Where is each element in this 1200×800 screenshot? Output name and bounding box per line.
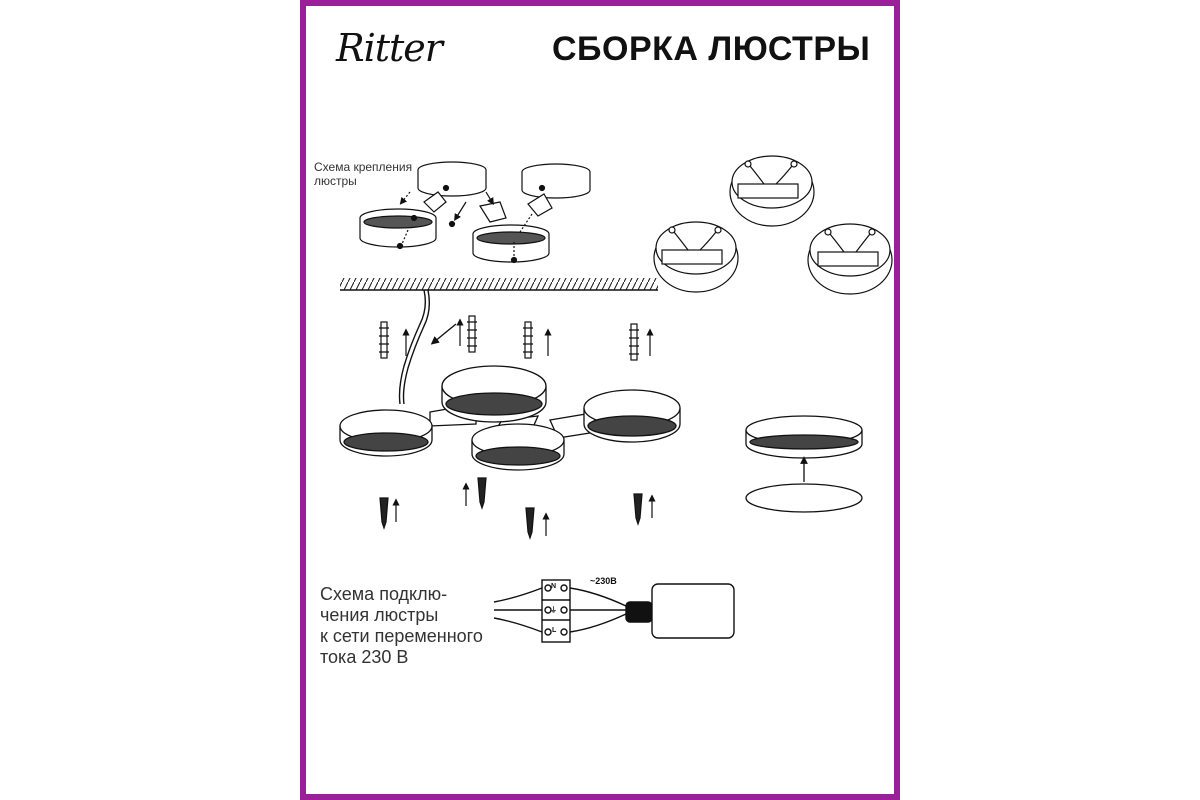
wiring-caption-line: чения люстры	[320, 605, 439, 625]
terminal-label-n: N	[551, 583, 557, 590]
terminal-label-ground: ⏚	[550, 607, 557, 614]
mounting-scheme-drawing	[359, 161, 591, 264]
page-title: СБОРКА ЛЮСТРЫ	[552, 30, 871, 68]
diffuser-insertion	[745, 415, 863, 513]
instruction-sheet: Ritter СБОРКА ЛЮСТРЫ Схема крепления люс…	[300, 0, 900, 800]
screws	[379, 477, 656, 540]
terminal-label-l: L	[552, 627, 557, 634]
brand-logo: Ritter	[336, 26, 443, 70]
chandelier-assembly	[339, 365, 681, 471]
wiring-caption-line: Схема подклю-	[320, 584, 448, 604]
wall-plugs	[379, 315, 654, 361]
ceiling-hatch	[340, 278, 658, 291]
ring-closeups	[653, 155, 893, 295]
wiring-caption-line: к сети переменного	[320, 626, 483, 646]
wiring-caption-line: тока 230 В	[320, 647, 409, 667]
wiring-schematic	[493, 579, 735, 643]
wiring-scheme-caption: Схема подклю- чения люстры к сети переме…	[320, 584, 510, 668]
voltage-label: ~230В	[590, 576, 617, 586]
power-cable	[398, 289, 457, 405]
mounting-scheme-caption: Схема крепления люстры	[314, 160, 413, 188]
assembly-illustration	[339, 155, 893, 643]
